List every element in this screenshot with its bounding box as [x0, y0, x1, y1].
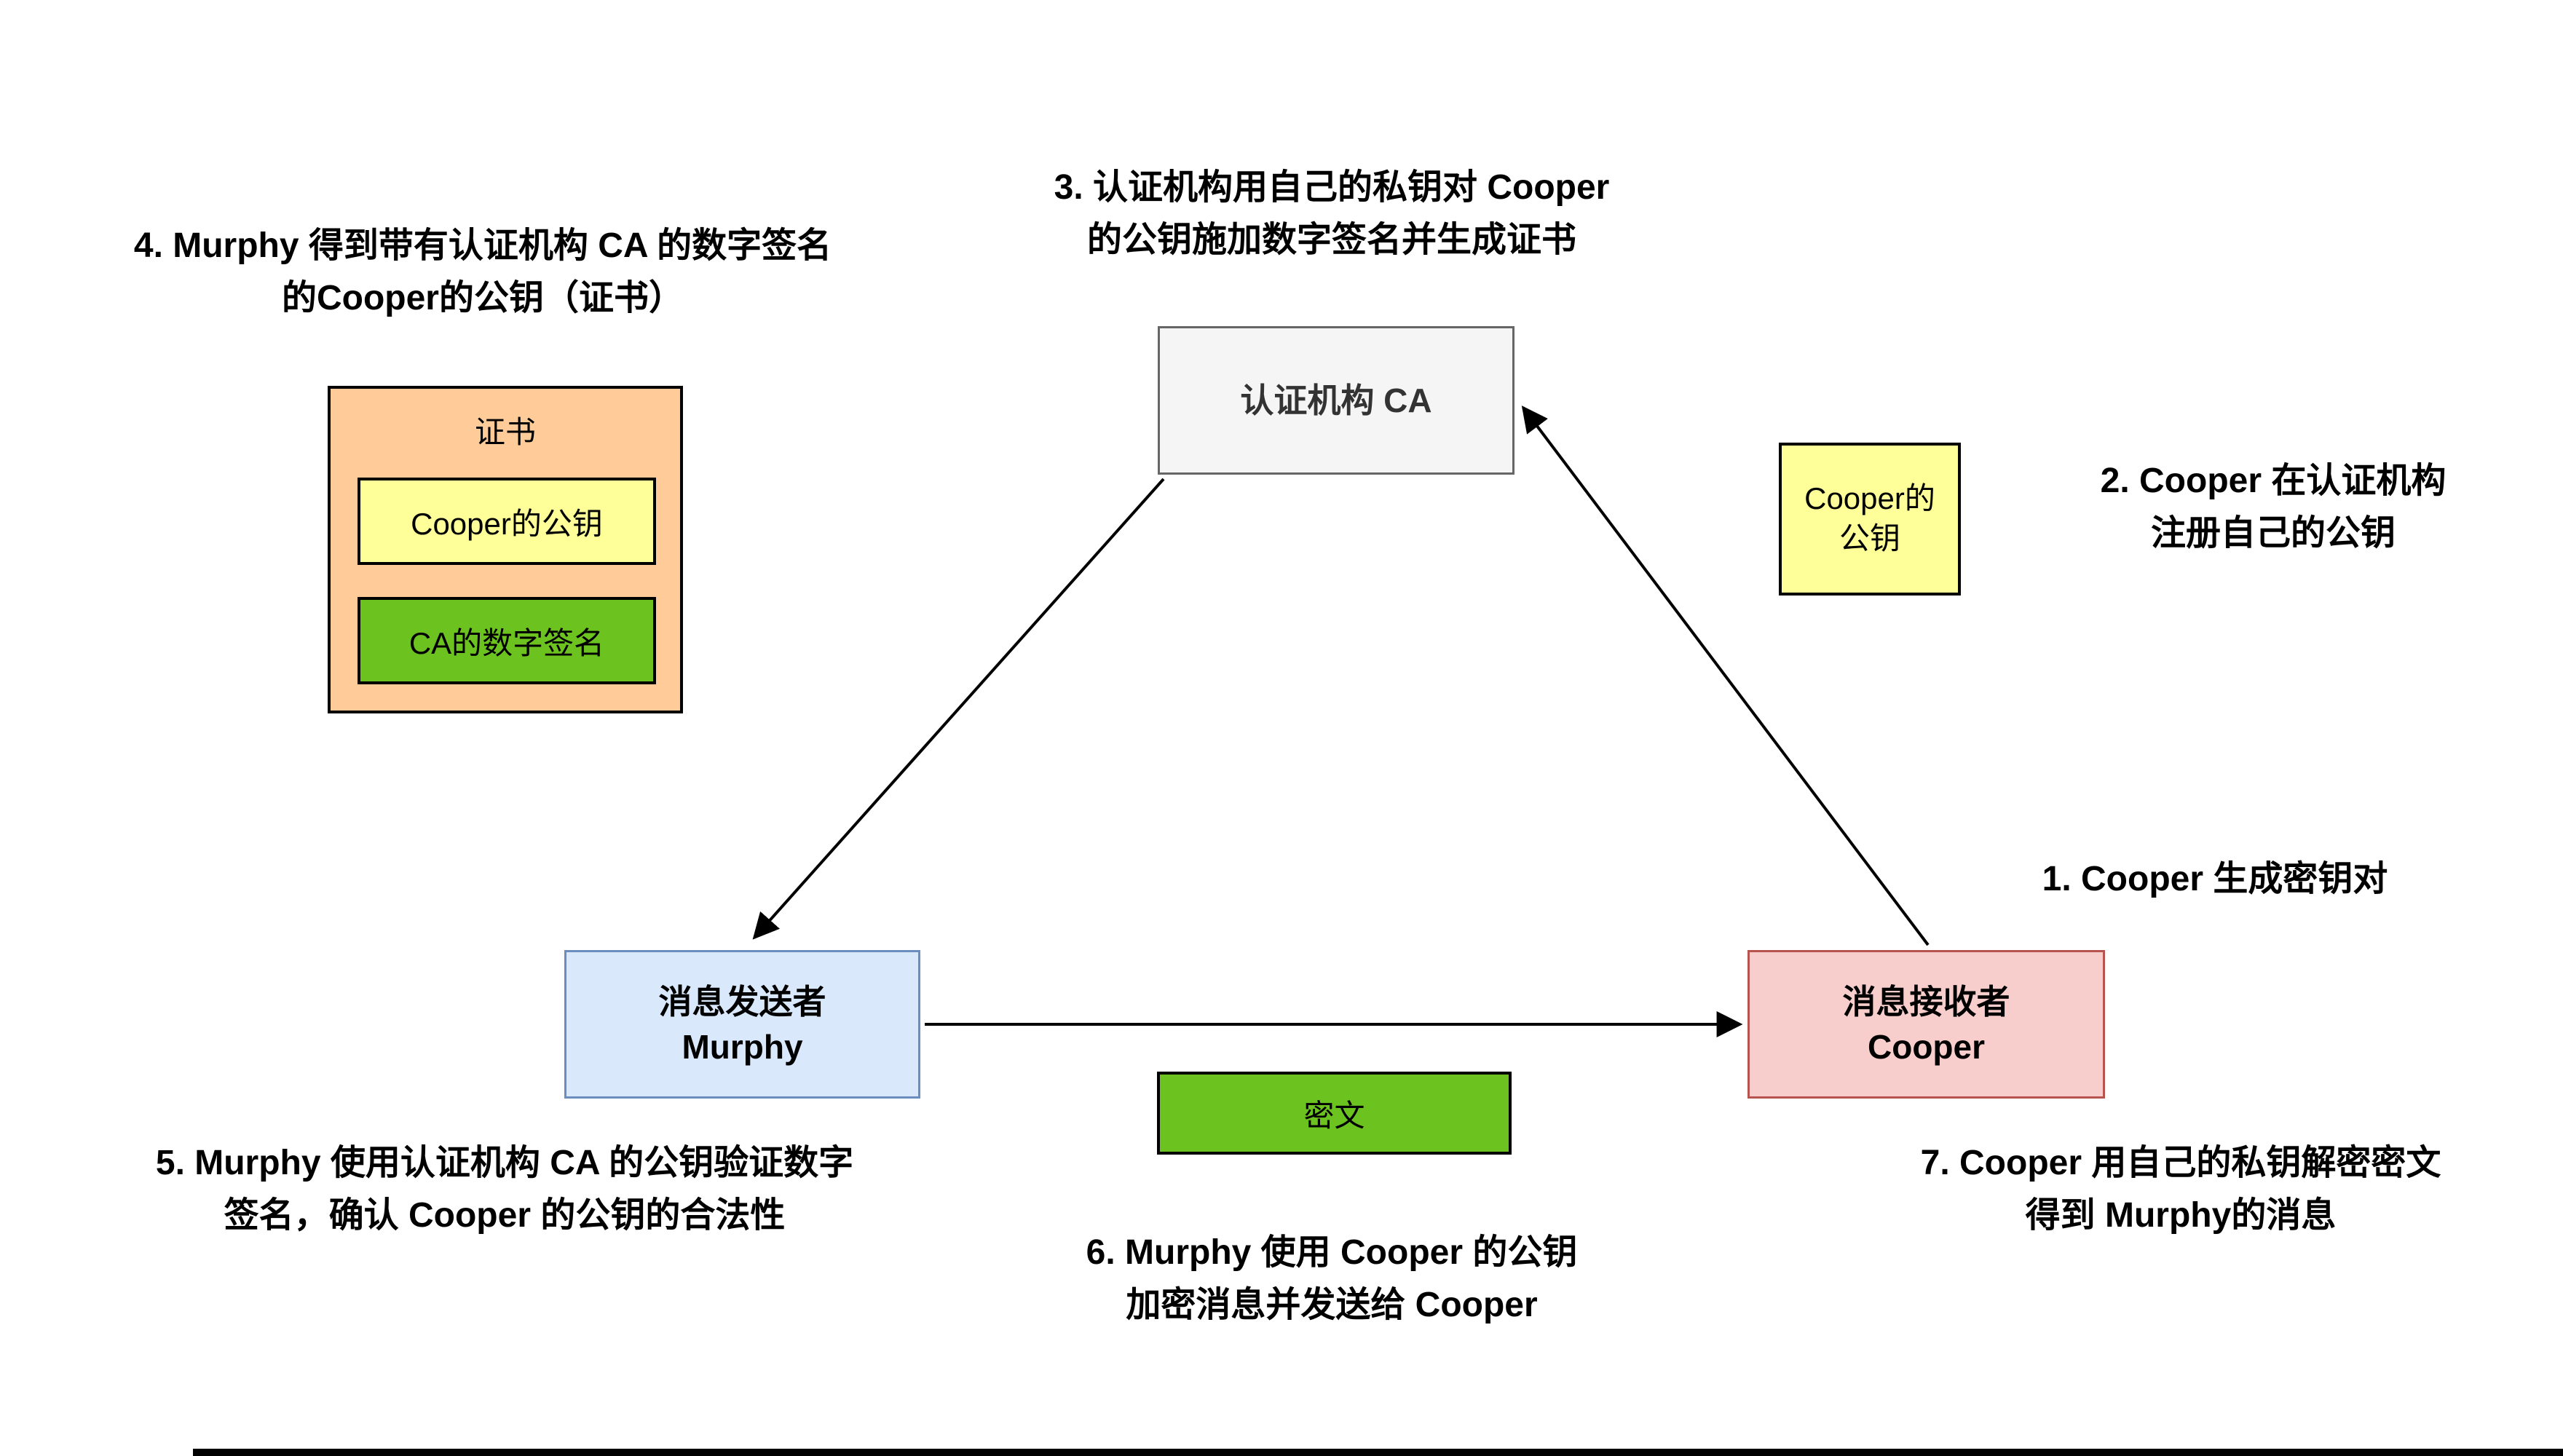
annotation-step-7: 7. Cooper 用自己的私钥解密密文 得到 Murphy的消息 — [1921, 1137, 2441, 1242]
node-murphy-line2: Murphy — [682, 1028, 803, 1066]
cooper-public-key-box: Cooper的 公钥 — [1779, 443, 1961, 596]
ciphertext-box: 密文 — [1157, 1072, 1512, 1155]
certificate-signature-label: CA的数字签名 — [408, 625, 605, 660]
annotation-step-1: 1. Cooper 生成密钥对 — [2042, 853, 2388, 906]
annotation-step-4-line1: 4. Murphy 得到带有认证机构 CA 的数字签名 — [133, 226, 832, 265]
node-ca-label: 认证机构 CA — [1240, 381, 1432, 419]
certificate-title: 证书 — [474, 415, 536, 449]
node-murphy-line1: 消息发送者 — [658, 982, 826, 1021]
annotation-step-2-line1: 2. Cooper 在认证机构 — [2100, 462, 2446, 500]
ciphertext-label: 密文 — [1303, 1098, 1365, 1133]
certificate-signature-box: CA的数字签名 — [358, 597, 656, 684]
annotation-step-5: 5. Murphy 使用认证机构 CA 的公钥验证数字 签名，确认 Cooper… — [156, 1137, 853, 1242]
certificate-public-key-label: Cooper的公钥 — [411, 506, 603, 541]
annotation-step-6-line2: 加密消息并发送给 Cooper — [1126, 1286, 1538, 1324]
cooper-public-key-line2: 公钥 — [1839, 521, 1900, 555]
node-ca: 认证机构 CA — [1158, 326, 1514, 475]
bottom-edge-line — [193, 1449, 2563, 1456]
annotation-step-1-line1: 1. Cooper 生成密钥对 — [2042, 860, 2388, 898]
annotation-step-4: 4. Murphy 得到带有认证机构 CA 的数字签名 的Cooper的公钥（证… — [134, 220, 832, 325]
arrow-ca-to-murphy — [752, 478, 1165, 940]
annotation-step-7-line1: 7. Cooper 用自己的私钥解密密文 — [1920, 1144, 2441, 1182]
annotation-step-2: 2. Cooper 在认证机构 注册自己的公钥 — [2101, 455, 2446, 560]
node-murphy: 消息发送者 Murphy — [564, 950, 920, 1099]
certificate-public-key-box: Cooper的公钥 — [358, 478, 656, 565]
annotation-step-6-line1: 6. Murphy 使用 Cooper 的公钥 — [1086, 1233, 1578, 1272]
annotation-step-7-line2: 得到 Murphy的消息 — [2025, 1196, 2337, 1235]
annotation-step-3: 3. 认证机构用自己的私钥对 Cooper 的公钥施加数字签名并生成证书 — [1054, 162, 1610, 266]
node-cooper: 消息接收者 Cooper — [1748, 950, 2105, 1099]
annotation-step-5-line1: 5. Murphy 使用认证机构 CA 的公钥验证数字 — [155, 1144, 854, 1182]
node-cooper-line2: Cooper — [1868, 1028, 1985, 1066]
node-cooper-line1: 消息接收者 — [1842, 982, 2010, 1021]
annotation-step-6: 6. Murphy 使用 Cooper 的公钥 加密消息并发送给 Cooper — [1086, 1227, 1578, 1332]
annotation-step-4-line2: 的Cooper的公钥（证书） — [281, 279, 684, 317]
annotation-step-5-line2: 签名，确认 Cooper 的公钥的合法性 — [224, 1196, 786, 1235]
cooper-public-key-line1: Cooper的 — [1804, 481, 1935, 516]
annotation-step-3-line1: 3. 认证机构用自己的私钥对 Cooper — [1054, 168, 1610, 207]
annotation-step-2-line2: 注册自己的公钥 — [2150, 514, 2396, 553]
certificate-box: 证书 Cooper的公钥 CA的数字签名 — [328, 386, 683, 713]
annotation-step-3-line2: 的公钥施加数字签名并生成证书 — [1086, 221, 1576, 259]
